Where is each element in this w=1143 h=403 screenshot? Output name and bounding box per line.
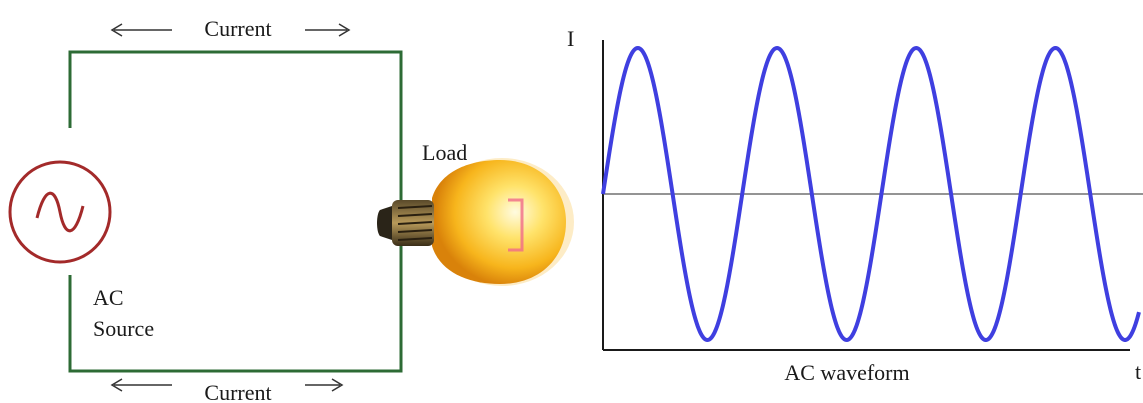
x-axis-label: t: [1135, 359, 1141, 384]
source-label-line2: Source: [93, 316, 154, 341]
waveform-plot: I t AC waveform: [567, 26, 1143, 385]
current-arrow-left-bottom: [110, 378, 172, 392]
current-label-bottom: Current: [204, 380, 271, 403]
current-arrow-right-top: [305, 23, 351, 37]
circuit: Current Current AC Source Load: [8, 16, 574, 403]
light-bulb-icon: [377, 158, 574, 286]
y-axis-label: I: [567, 26, 574, 51]
ac-sine-wave: [601, 45, 1141, 343]
current-arrow-left-top: [110, 23, 172, 37]
load-label: Load: [422, 140, 467, 165]
ac-source-symbol: [8, 160, 112, 264]
current-label-top: Current: [204, 16, 271, 41]
current-arrow-right-bottom: [305, 378, 344, 392]
waveform-caption: AC waveform: [784, 360, 909, 385]
source-label-line1: AC: [93, 285, 124, 310]
